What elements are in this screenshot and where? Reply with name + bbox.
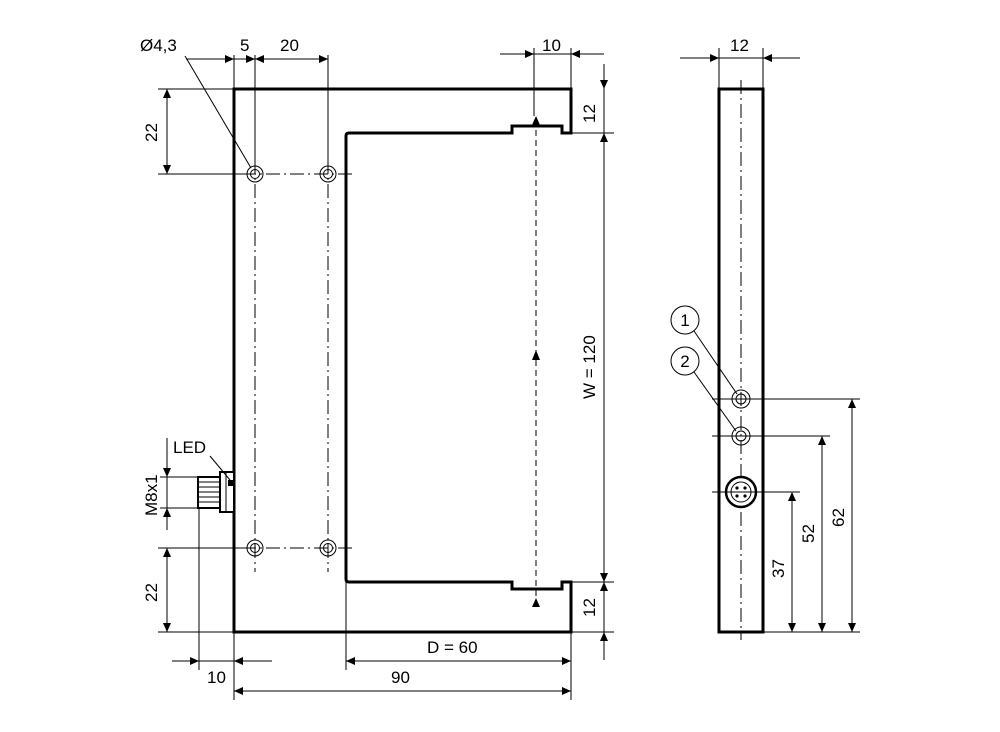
dimension-labels: Ø4,3 5 20 10 12 22 22 M8x1 LED 12 W = 12… — [140, 36, 848, 687]
dim-12-side-label: 12 — [730, 36, 749, 55]
dim-52-label: 52 — [799, 524, 818, 543]
connector-collar — [219, 471, 235, 513]
beam-arrow-icon — [532, 350, 540, 360]
dim-22-bottom-label: 22 — [142, 583, 161, 602]
dim-5-label: 5 — [240, 36, 249, 55]
led-indicator — [228, 480, 234, 486]
mounting-hole-icon — [246, 539, 264, 557]
beam-arrow-icon — [532, 116, 540, 125]
led-label: LED — [173, 438, 206, 457]
callout-1-circle — [670, 305, 700, 335]
depth-label: D = 60 — [427, 638, 478, 657]
beam-arrow-icon — [532, 598, 540, 607]
callout-1-label: 1 — [680, 311, 689, 330]
dim-22-top-label: 22 — [142, 123, 161, 142]
dim-10-top-label: 10 — [542, 36, 561, 55]
mounting-holes — [246, 165, 337, 557]
side-dimensions — [763, 398, 860, 633]
width-label: W = 120 — [580, 335, 599, 399]
dim-37-label: 37 — [769, 559, 788, 578]
hole-diameter-label: Ø4,3 — [140, 36, 177, 55]
dim-12-bottom-right-label: 12 — [580, 598, 599, 617]
front-view — [197, 87, 573, 634]
mounting-hole-inner — [250, 543, 260, 553]
mounting-hole-inner — [250, 169, 260, 179]
mounting-hole-inner — [323, 169, 333, 179]
dim-62-label: 62 — [829, 508, 848, 527]
front-dimensions — [158, 48, 800, 700]
mounting-hole-icon — [319, 539, 337, 557]
mounting-hole-inner — [323, 543, 333, 553]
frame-outline — [232, 87, 573, 634]
dim-20-label: 20 — [280, 36, 299, 55]
dim-90-label: 90 — [391, 668, 410, 687]
callout-2-circle — [670, 346, 700, 376]
led-leader — [209, 455, 231, 481]
m8-connector — [197, 471, 235, 513]
dim-12-top-right-label: 12 — [580, 104, 599, 123]
callout-2-label: 2 — [680, 352, 689, 371]
side-view — [670, 80, 770, 640]
dim-10-bottom-label: 10 — [207, 668, 226, 687]
connector-thread-label: M8x1 — [142, 474, 161, 516]
diameter-leader — [184, 55, 252, 169]
